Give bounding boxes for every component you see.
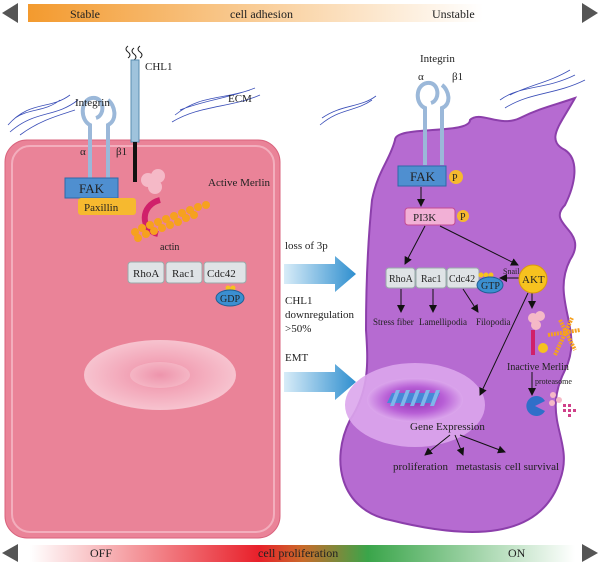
signaling-arrows	[397, 225, 536, 456]
alpha-label: α	[80, 146, 86, 158]
phosphate-icon	[449, 170, 463, 184]
fak-label: FAK	[79, 181, 105, 196]
beta1-label: β1	[452, 71, 463, 83]
right-triangle-icon	[582, 544, 598, 562]
integrin-receptor	[415, 80, 451, 165]
gtpase-group-left: RhoA Rac1 Cdc42 GDP	[127, 261, 247, 307]
integrin-label: Integrin	[75, 97, 110, 109]
gtp-label: GTP	[481, 281, 500, 292]
akt-label: AKT	[522, 274, 545, 286]
rac1-label: Rac1	[421, 274, 442, 285]
gene-expression-label: Gene Expression	[410, 421, 485, 433]
cdc42-label: Cdc42	[207, 268, 236, 280]
akt-node	[518, 264, 548, 294]
right-triangle-icon	[582, 3, 598, 23]
proteasome-icon	[526, 392, 576, 417]
cell-survival-label: cell survival	[505, 461, 559, 473]
cell-proliferation-label: cell proliferation	[258, 546, 338, 560]
paxillin-box	[78, 198, 136, 215]
left-triangle-icon	[2, 544, 18, 562]
actin-filament	[131, 201, 210, 242]
chl1-text: CHL1	[285, 295, 313, 307]
phosphate-label: P	[460, 212, 466, 223]
cell-adhesion-bar: Stable cell adhesion Unstable	[2, 3, 598, 23]
integrin-receptor	[80, 95, 117, 180]
on-label: ON	[508, 546, 526, 560]
alpha-label: α	[418, 71, 424, 83]
actin-label: actin	[160, 242, 179, 253]
cell-adhesion-label: cell adhesion	[230, 7, 293, 21]
rhoa-label: RhoA	[389, 274, 414, 285]
stable-label: Stable	[70, 7, 100, 21]
loss-of-3p-label: loss of 3p	[285, 240, 328, 252]
proliferation-label: proliferation	[393, 461, 448, 473]
rac1-label: Rac1	[172, 268, 195, 280]
stress-fiber-label: Stress fiber	[373, 317, 414, 327]
proteasome-label: proteasome	[535, 377, 572, 386]
pi3k-label: PI3K	[413, 212, 436, 224]
rhoa-label: RhoA	[133, 268, 159, 280]
cell-proliferation-bar: OFF cell proliferation ON	[2, 544, 598, 562]
right-arrow-icon	[284, 256, 356, 292]
gdp-label: GDP	[220, 294, 240, 305]
percent-label: >50%	[285, 323, 311, 335]
fak-label: FAK	[410, 169, 436, 184]
metastasis-label: metastasis	[456, 461, 501, 473]
snail-label: Snail	[503, 267, 520, 276]
left-triangle-icon	[2, 3, 18, 23]
off-label: OFF	[90, 546, 112, 560]
cdc42-label: Cdc42	[449, 274, 475, 285]
normal-cell	[4, 139, 281, 539]
paxillin-label: Paxillin	[84, 202, 119, 214]
ecm-fibers	[7, 69, 586, 136]
lamellipodia-label: Lamellipodia	[419, 317, 467, 327]
dna-icon	[387, 390, 440, 406]
right-arrow-icon	[284, 364, 356, 400]
unstable-label: Unstable	[432, 7, 475, 21]
downregulation-label: downregulation	[285, 309, 355, 321]
inactive-merlin-label: Inactive Merlin	[507, 362, 569, 373]
inactive-merlin	[528, 311, 581, 356]
beta1-label: β1	[116, 146, 127, 158]
active-merlin-label: Active Merlin	[208, 177, 271, 189]
integrin-label: Integrin	[420, 53, 455, 65]
phosphate-icon	[457, 210, 469, 222]
emt-label: EMT	[285, 352, 309, 364]
phosphate-label: P	[452, 173, 458, 184]
chl1-label: CHL1	[145, 61, 173, 73]
chl1-receptor	[125, 45, 143, 182]
filopodia-label: Filopodia	[476, 317, 511, 327]
gtpase-group-right: RhoA Rac1 Cdc42 GTP	[385, 267, 504, 294]
ecm-label: ECM	[228, 93, 252, 105]
fak-box	[397, 165, 447, 187]
pi3k-box	[404, 207, 456, 226]
